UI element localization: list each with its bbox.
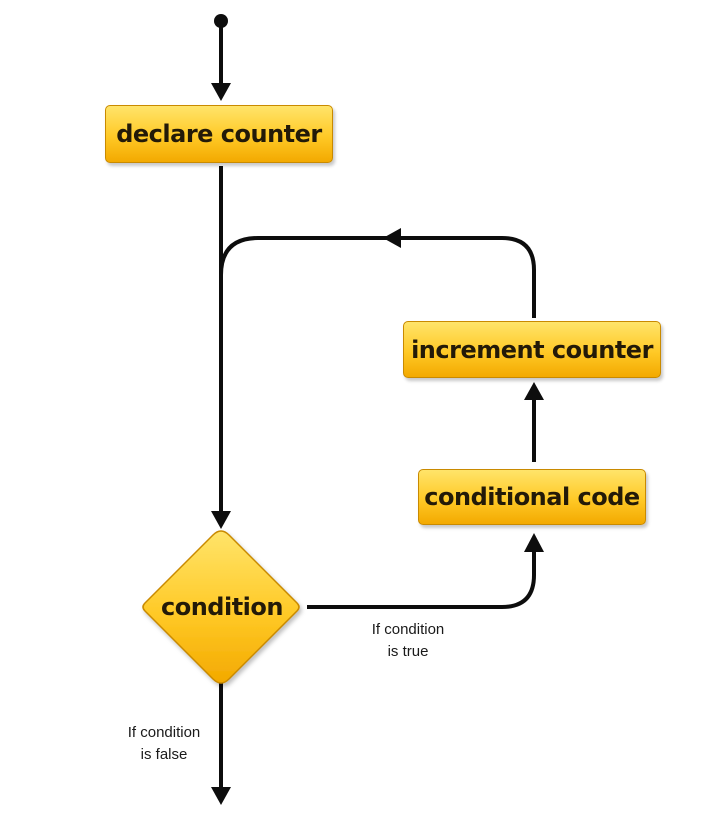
arrowhead-down-exit	[211, 787, 231, 805]
increment-counter-label: increment counter	[411, 335, 653, 364]
connector-true-branch	[307, 550, 536, 609]
false-branch-label-line1: If condition	[127, 724, 201, 741]
false-branch-label-line2: is false	[140, 746, 188, 763]
true-branch-label-line2: is true	[387, 643, 429, 660]
arrowhead-up-conditional	[524, 533, 544, 552]
arrowhead-up-increment	[524, 382, 544, 400]
conditional-code-label: conditional code	[424, 483, 640, 511]
conditional-code-node: conditional code	[418, 469, 646, 525]
condition-label: condition	[161, 593, 283, 621]
true-branch-label: If condition is true	[340, 619, 476, 663]
declare-counter-label: declare counter	[116, 120, 322, 148]
arrowhead-left-loop	[383, 228, 401, 248]
arrowhead-down-declare	[211, 83, 231, 101]
condition-diamond	[142, 530, 300, 684]
declare-counter-node: declare counter	[105, 105, 333, 163]
arrowhead-down-condition	[211, 511, 231, 529]
increment-counter-node: increment counter	[403, 321, 661, 378]
false-branch-label: If condition is false	[96, 722, 232, 766]
true-branch-label-line1: If condition	[371, 621, 445, 638]
connector-loop-back	[219, 236, 536, 318]
